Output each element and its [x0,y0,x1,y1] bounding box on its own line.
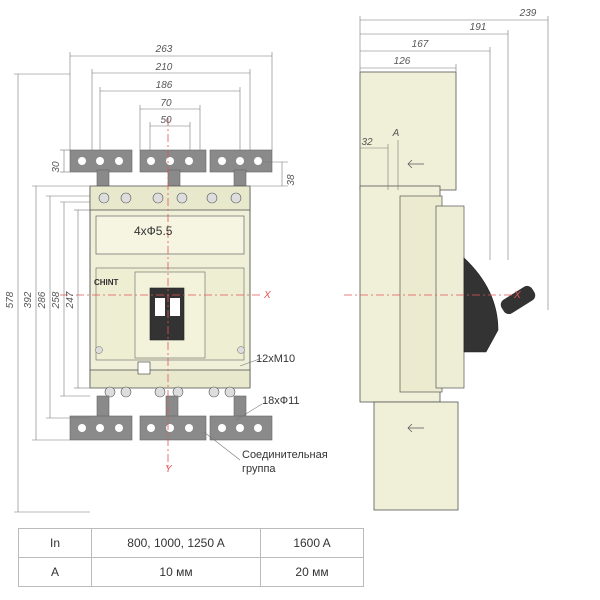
dim-239: 239 [519,8,537,19]
side-front-step [435,205,465,389]
top-busbar-holes [78,157,262,165]
side-handle-grip [500,285,536,315]
dim-30: 30 [51,161,62,173]
dim-286: 286 [37,291,48,309]
side-dim-lines [359,16,549,310]
table-row: A 10 мм 20 мм [18,557,364,587]
hole-label-4x55: 4xФ5.5 [134,224,173,238]
dim-392: 392 [23,291,34,308]
connection-group-label-1: Соединительная [242,449,328,461]
side-axis-x: X [513,290,521,301]
side-arrows [407,159,424,433]
dim-191: 191 [470,22,487,33]
dim-578: 578 [5,291,16,308]
dim-186: 186 [156,80,173,91]
dim-167: 167 [412,39,429,50]
bottom-terminals [104,386,236,398]
side-lower-cover [373,401,459,511]
label-window [95,215,245,255]
dim-210: 210 [155,62,173,73]
dim-50: 50 [160,115,172,126]
side-view: X 239 191 167 126 32 A [344,8,549,511]
side-handle [463,257,499,353]
top-busbars [69,149,273,189]
spec-table: In 800, 1000, 1250 A 1600 A A 10 мм 20 м… [18,528,364,587]
front-dim-lines-vertical [14,73,288,513]
dim-38: 38 [286,174,297,186]
section-label-a: A [392,128,400,139]
front-axis-x: X [263,290,271,301]
dim-263: 263 [155,44,173,55]
side-upper-cover [359,71,457,191]
bottom-terminal-block [89,369,251,389]
hole-label-18x11: 18xФ11 [262,395,300,407]
bottom-busbars [69,395,273,441]
dim-32: 32 [361,137,373,148]
table-cell: In [18,528,92,558]
top-terminals [98,192,242,204]
dim-258: 258 [51,291,62,309]
dim-247: 247 [65,291,76,309]
table-cell: 10 мм [91,557,261,587]
bottom-busbar-holes [78,424,262,432]
front-axis-y: Y [165,464,173,475]
dim-126: 126 [394,56,411,67]
top-terminal-block [89,185,251,211]
front-view: CHINT X [5,44,328,513]
table-row: In 800, 1000, 1250 A 1600 A [18,528,364,558]
table-cell: 800, 1000, 1250 A [91,528,261,558]
dim-70: 70 [160,98,172,109]
front-dim-lines-horizontal [69,52,273,150]
table-cell: A [18,557,92,587]
side-body-front [399,195,443,393]
mounting-screws [95,346,245,354]
front-center-axes [60,118,262,470]
bolt-label-12xm10: 12xM10 [256,353,295,365]
brand-text: CHINT [94,278,119,287]
table-cell: 20 мм [260,557,364,587]
connection-group-label-2: группа [242,463,276,475]
table-cell: 1600 A [260,528,364,558]
